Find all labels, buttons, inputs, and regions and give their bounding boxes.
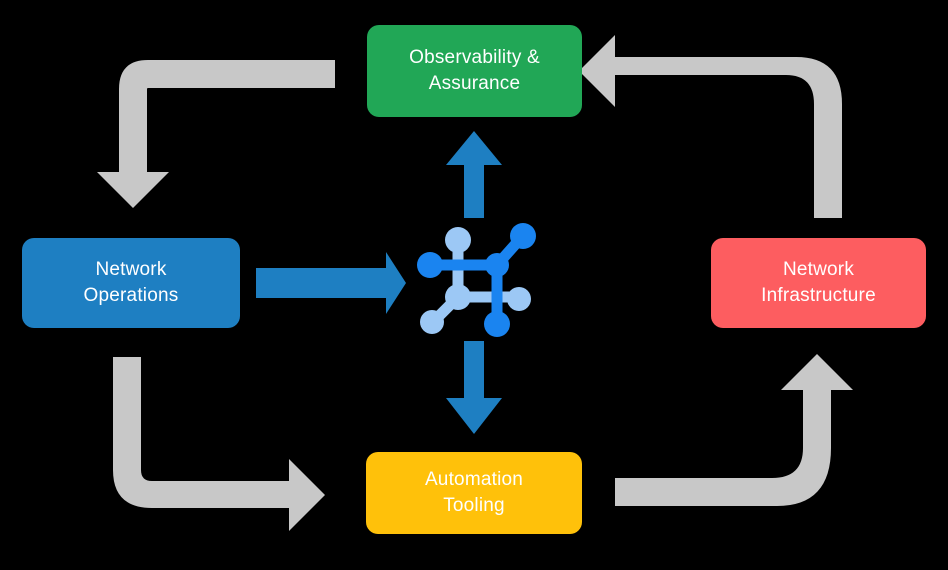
arrow-center-to-automation [446,341,502,434]
arrow-automation-to-infrastructure [615,354,853,506]
node-box-network-infrastructure[interactable]: Network Infrastructure [711,238,926,328]
node-box-observability[interactable]: Observability & Assurance [367,25,582,117]
arrow-operations-to-automation [113,357,325,531]
node-label-network-infrastructure: Network Infrastructure [761,259,876,306]
network-topology-icon [417,223,536,337]
node-label-observability: Observability & Assurance [409,47,540,94]
node-box-network-operations[interactable]: Network Operations [22,238,240,328]
node-box-automation-tooling[interactable]: Automation Tooling [366,452,582,534]
arrow-infrastructure-to-observability [579,35,842,218]
arrow-center-to-observability [446,131,502,218]
node-label-network-operations: Network Operations [83,259,179,306]
arrow-operations-to-center [256,252,406,314]
arrow-observability-to-operations [97,60,335,208]
node-label-automation-tooling: Automation Tooling [424,469,524,516]
